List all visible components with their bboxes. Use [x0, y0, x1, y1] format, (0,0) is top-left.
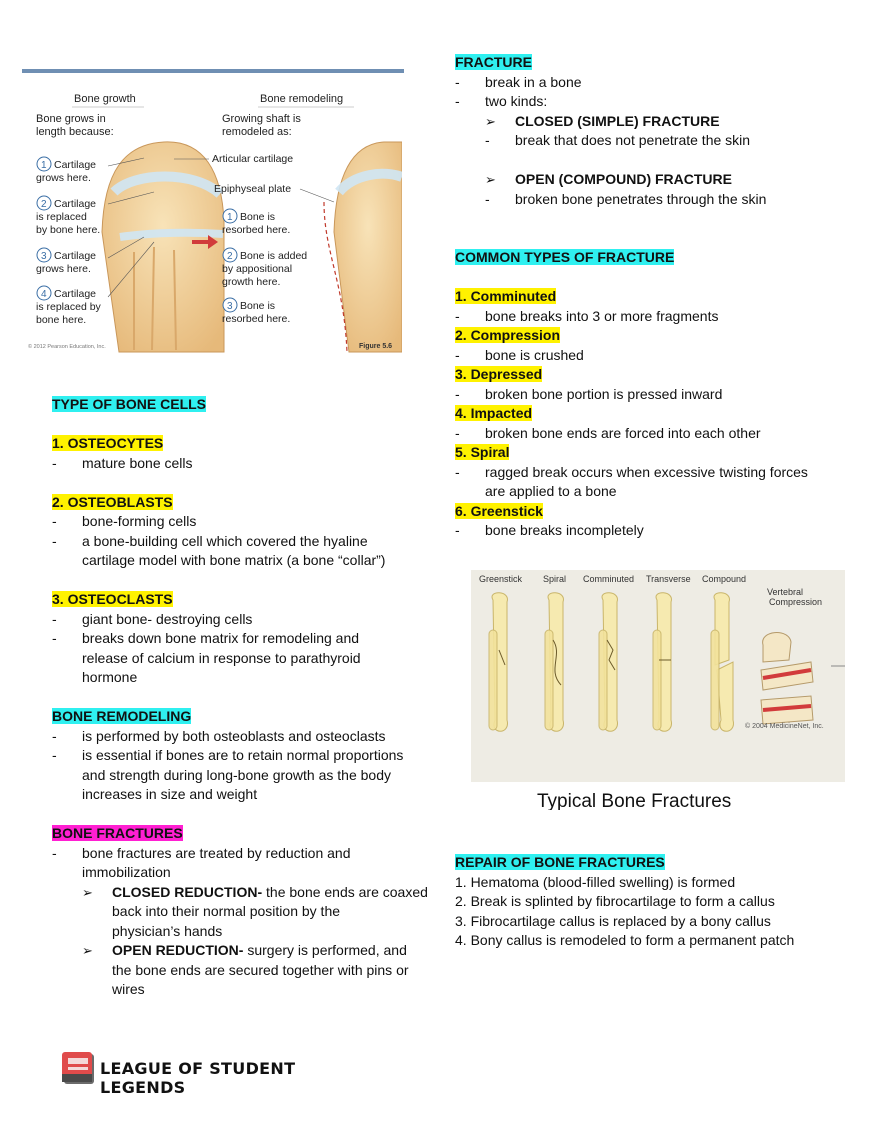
- remodeling-heading: BONE REMODELING: [52, 708, 192, 724]
- type-desc: broken bone portion is pressed inward: [485, 385, 723, 402]
- osteoclasts-item: breaks down bone matrix for remodeling a…: [82, 630, 360, 646]
- type-desc: bone breaks into 3 or more fragments: [485, 307, 719, 324]
- fracture-label-transverse: Transverse: [646, 574, 691, 584]
- svg-text:2: 2: [227, 251, 233, 262]
- fracture-label-spiral: Spiral: [543, 574, 566, 584]
- repair-step: 2. Break is splinted by fibrocartilage t…: [455, 893, 775, 909]
- osteoblasts-item: bone-forming cells: [82, 513, 197, 529]
- header-rule: [22, 69, 404, 73]
- type-greenstick: 6. Greenstick: [455, 502, 543, 519]
- fracture-label-compression: Compression: [769, 597, 822, 607]
- remodeling-item: is essential if bones are to retain norm…: [82, 747, 404, 763]
- fracture-label-vertebral: Vertebral: [767, 587, 803, 597]
- repair-heading: REPAIR OF BONE FRACTURES: [455, 854, 665, 870]
- fracture-label-compound: Compound: [702, 574, 746, 584]
- svg-text:1: 1: [227, 212, 233, 223]
- open-reduction-text: wires: [112, 981, 145, 997]
- osteocytes-item: mature bone cells: [82, 454, 193, 471]
- bone-growth-figure: Bone growth Bone remodeling Bone grows i…: [24, 82, 404, 354]
- osteoblasts-heading: 2. OSTEOBLASTS: [52, 493, 173, 510]
- open-reduction-text: the bone ends are secured together with …: [112, 961, 409, 978]
- fracture-fig-copyright: © 2004 MedicineNet, Inc.: [745, 722, 824, 730]
- book-logo-icon: [62, 1052, 94, 1084]
- logo: LEAGUE OF STUDENT LEGENDS: [60, 1050, 330, 1097]
- type-desc: bone is crushed: [485, 346, 584, 363]
- fracture-heading: FRACTURE: [455, 54, 532, 70]
- remodeling-item: is performed by both osteoblasts and ost…: [82, 727, 386, 744]
- remodeling-item: and strength during long-bone growth as …: [82, 766, 391, 783]
- open-fracture-label: OPEN (COMPOUND) FRACTURE: [515, 171, 732, 187]
- common-types-heading: COMMON TYPES OF FRACTURE: [455, 249, 675, 265]
- repair-step: 4. Bony callus is remodeled to form a pe…: [455, 932, 795, 948]
- fig-label: Figure 5.6: [359, 343, 392, 350]
- articular-label: Articular cartilage: [212, 153, 293, 165]
- epiphyseal-label: Epiphyseal plate: [214, 183, 291, 195]
- open-reduction-label: OPEN REDUCTION-: [112, 942, 244, 958]
- closed-reduction-text: back into their normal position by the: [112, 903, 341, 919]
- fracture-types-figure: Greenstick Spiral Comminuted Transverse …: [471, 570, 845, 812]
- osteoblasts-item: cartilage model with bone matrix (a bone…: [82, 552, 386, 568]
- svg-text:2: 2: [41, 199, 47, 210]
- fractures-heading: BONE FRACTURES: [52, 825, 183, 841]
- closed-reduction-text: the bone ends are coaxed: [262, 883, 428, 900]
- repair-step: 3. Fibrocartilage callus is replaced by …: [455, 912, 771, 929]
- fracture-label-comminuted: Comminuted: [583, 574, 634, 584]
- osteocytes-heading: 1. OSTEOCYTES: [52, 435, 164, 451]
- type-compression: 2. Compression: [455, 327, 561, 343]
- fig-title-right: Bone remodeling: [260, 93, 343, 105]
- closed-fracture-label: CLOSED (SIMPLE) FRACTURE: [515, 112, 720, 129]
- repair-section: REPAIR OF BONE FRACTURES 1. Hematoma (bl…: [455, 853, 865, 951]
- repair-step: 1. Hematoma (blood-filled swelling) is f…: [455, 873, 736, 890]
- type-desc: ragged break occurs when excessive twist…: [485, 463, 808, 480]
- fracture-item: two kinds:: [485, 93, 548, 109]
- type-depressed: 3. Depressed: [455, 366, 543, 382]
- type-comminuted: 1. Comminuted: [455, 288, 557, 304]
- fracture-label-greenstick: Greenstick: [479, 574, 523, 584]
- osteoclasts-item: release of calcium in response to parath…: [82, 649, 361, 666]
- osteoblasts-item: a bone-building cell which covered the h…: [82, 532, 368, 549]
- remodeling-item: increases in size and weight: [82, 786, 258, 802]
- open-reduction-text: surgery is performed, and: [243, 942, 407, 958]
- type-desc: bone breaks incompletely: [485, 522, 644, 538]
- open-fracture-desc: broken bone penetrates through the skin: [515, 190, 767, 207]
- osteoclasts-item: giant bone- destroying cells: [82, 610, 253, 627]
- bone-cells-heading: TYPE OF BONE CELLS: [52, 396, 207, 412]
- left-text-column: TYPE OF BONE CELLS 1. OSTEOCYTES -mature…: [52, 395, 432, 1000]
- fig-copyright: © 2012 Pearson Education, Inc.: [28, 343, 106, 350]
- fractures-item: immobilization: [82, 864, 171, 880]
- closed-fracture-desc: break that does not penetrate the skin: [515, 132, 751, 148]
- svg-text:4: 4: [41, 289, 47, 300]
- svg-text:3: 3: [227, 301, 233, 312]
- right-text-column: FRACTURE -break in a bone -two kinds: ➢C…: [455, 53, 865, 541]
- svg-text:3: 3: [41, 251, 47, 262]
- logo-text: LEAGUE OF STUDENT LEGENDS: [100, 1059, 296, 1097]
- closed-reduction-text: physician’s hands: [112, 922, 223, 939]
- osteoclasts-item: hormone: [82, 669, 138, 685]
- fracture-fig-title: Typical Bone Fractures: [537, 791, 731, 810]
- fractures-item: bone fractures are treated by reduction …: [82, 844, 351, 861]
- svg-text:1: 1: [41, 160, 47, 171]
- type-desc: broken bone ends are forced into each ot…: [485, 424, 761, 441]
- closed-reduction-label: CLOSED REDUCTION-: [112, 883, 263, 900]
- type-desc: are applied to a bone: [485, 483, 617, 499]
- osteoclasts-heading: 3. OSTEOCLASTS: [52, 591, 173, 607]
- type-impacted: 4. Impacted: [455, 405, 533, 421]
- type-spiral: 5. Spiral: [455, 444, 510, 460]
- fig-title-left: Bone growth: [74, 93, 136, 105]
- fracture-item: break in a bone: [485, 73, 582, 90]
